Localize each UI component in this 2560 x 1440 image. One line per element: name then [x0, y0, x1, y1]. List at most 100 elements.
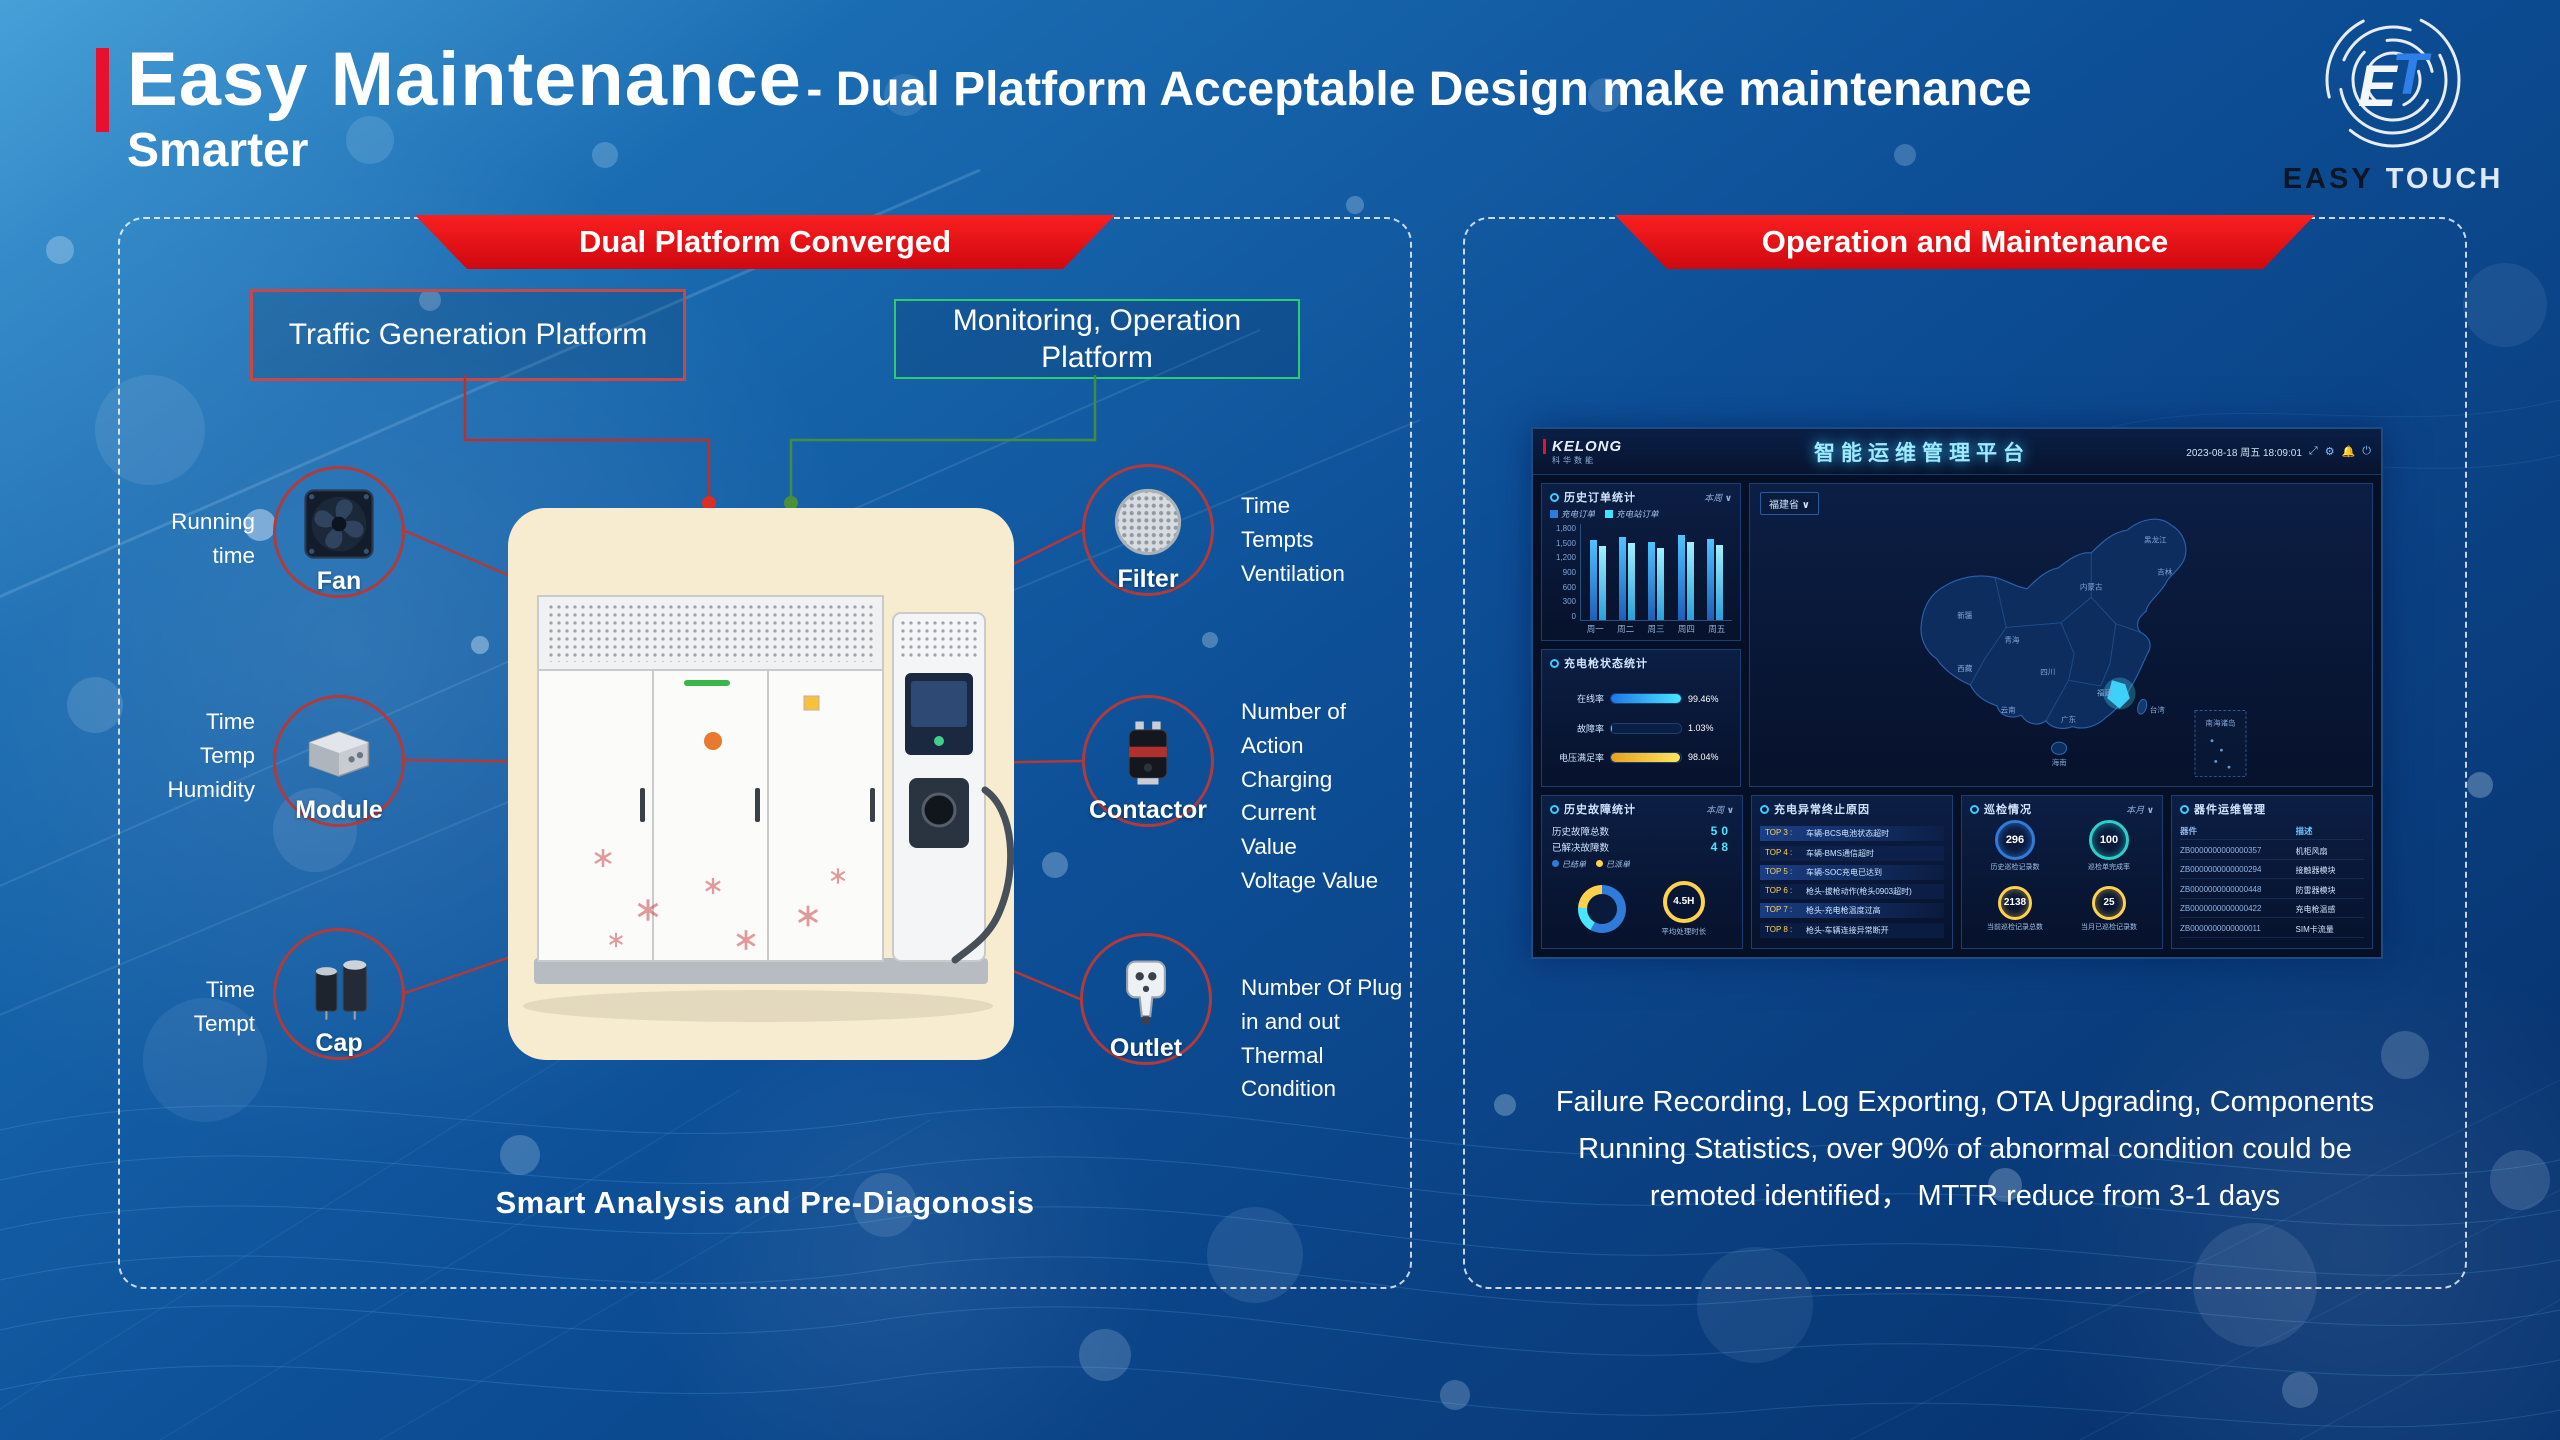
panel-bullet-icon — [1760, 804, 1769, 814]
termination-rank: TOP 3 : — [1765, 828, 1793, 838]
province-label: 台湾 — [2150, 704, 2166, 714]
component-module-label: Module — [295, 796, 383, 824]
region-select[interactable]: 福建省 ∨ — [1760, 492, 1819, 515]
dashboard-brand-logo: KELONG 科华数能 — [1543, 438, 1708, 465]
power-icon[interactable]: ⏻ — [2362, 445, 2371, 457]
contactor-icon — [1128, 721, 1168, 785]
component-outlet: Outlet — [1080, 933, 1212, 1065]
device-desc: 防雷器模块 — [2295, 885, 2336, 895]
component-contactor-circle — [1082, 695, 1214, 827]
termination-rank: TOP 5 : — [1765, 866, 1793, 876]
gun-row-value: 98.04% — [1688, 752, 1719, 763]
termination-row: TOP 6 :枪头-拔枪动作(枪头0903超时) — [1760, 884, 1944, 900]
annotation-contactor-line: Charging Current — [1241, 766, 1333, 826]
notification-bell-icon[interactable]: 🔔 — [2341, 446, 2356, 458]
orders-bar-plot — [1580, 524, 1732, 622]
page-subtitle-line2: Smarter — [127, 124, 309, 177]
fault-panel-title: 历史故障统计 — [1564, 804, 1636, 816]
device-desc: 机柜风扇 — [2295, 846, 2328, 856]
fault-legend-1: 已结单 — [1562, 860, 1586, 869]
monitoring-platform-box: Monitoring, Operation Platform — [894, 299, 1300, 379]
province-label: 海南 — [2052, 757, 2068, 767]
gun-status-row: 故障率 1.03% — [1550, 722, 1732, 735]
annotation-contactor: Number of Action Charging Current Value … — [1241, 695, 1410, 898]
legend-series-2: 充电站订单 — [1616, 509, 1659, 519]
device-id: ZB0000000000000294 — [2180, 865, 2262, 875]
device-desc: 接触器模块 — [2295, 866, 2336, 876]
inspection-panel-title: 巡检情况 — [1984, 804, 2032, 816]
device-id: ZB0000000000000448 — [2180, 884, 2262, 894]
province-label-highlight: 福建 — [2097, 687, 2113, 697]
charging-station-illustration — [508, 508, 1014, 1060]
panel-bullet-icon — [2180, 804, 2189, 814]
traffic-platform-label: Traffic Generation Platform — [288, 318, 648, 352]
fullscreen-icon[interactable]: ⤢ — [2308, 445, 2318, 457]
inspection-stat: 25 当月已巡检记录数 — [2062, 885, 2156, 932]
orders-x-axis: 周一 周二 周三 周四 周五 — [1542, 621, 1740, 640]
annotation-outlet-line: Condition — [1241, 1076, 1337, 1102]
annotation-outlet: Number Of Plug in and out Thermal Condit… — [1241, 971, 1402, 1106]
component-fan: Fan — [273, 466, 405, 598]
device-id: ZB0000000000000011 — [2180, 923, 2261, 933]
termination-text: 车辆-BMS通信超时 — [1806, 848, 1874, 858]
panel-bullet-icon — [1970, 804, 1979, 814]
device-id: ZB0000000000000422 — [2180, 904, 2262, 914]
south-sea-inset: 南海诸岛 — [2194, 710, 2247, 778]
china-map: 黑龙江 吉林 内蒙古 新疆 西藏 青海 四川 云南 广东 福建 台湾 海南 — [1920, 518, 2247, 778]
province-label: 西藏 — [1957, 663, 1973, 673]
device-desc: 充电枪温感 — [2295, 905, 2336, 915]
inspection-value: 296 — [2005, 834, 2025, 846]
component-contactor-label: Contactor — [1088, 796, 1208, 824]
inspection-value: 100 — [2099, 834, 2119, 846]
legend-dot-blue — [1552, 860, 1559, 867]
x-tick: 周二 — [1617, 624, 1635, 635]
termination-rank: TOP 7 : — [1765, 905, 1793, 915]
page-title: Easy Maintenance — [127, 37, 802, 122]
page-subtitle: - Dual Platform Acceptable Design make m… — [806, 63, 2032, 116]
x-tick: 周四 — [1677, 624, 1695, 635]
fault-period-select[interactable]: 本周 ∨ — [1706, 803, 1734, 816]
chevron-down-icon: ∨ — [1724, 492, 1732, 503]
gun-row-bar — [1610, 693, 1682, 705]
legend-dot-yellow — [1596, 860, 1603, 867]
settings-icon[interactable]: ⚙ — [2324, 446, 2335, 458]
gun-status-panel: 充电枪状态统计 在线率 99.46% 故障率 — [1541, 649, 1741, 787]
component-fan-label: Fan — [316, 567, 362, 595]
operation-maintenance-section: Operation and Maintenance KELONG 科华数能 智能… — [1463, 217, 2467, 1289]
gun-row-value: 1.03% — [1688, 723, 1714, 734]
component-filter-circle — [1082, 464, 1214, 596]
map-panel: 福建省 ∨ — [1749, 483, 2373, 787]
fingerprint-logo-icon: E T — [2325, 12, 2461, 148]
x-tick: 周五 — [1708, 624, 1726, 635]
traffic-platform-box: Traffic Generation Platform — [250, 289, 686, 381]
x-tick: 周一 — [1586, 624, 1604, 635]
annotation-filter-line: Tempts — [1241, 526, 1314, 552]
orders-period-select[interactable]: 本周 ∨ — [1704, 491, 1732, 504]
description-line: remoted identified， MTTR reduce from 3-1… — [1649, 1179, 2281, 1212]
termination-row: TOP 5 :车辆-SOC充电已达到 — [1760, 864, 1944, 880]
y-tick: 0 — [1571, 612, 1576, 622]
inspection-period-select[interactable]: 本月 ∨ — [2126, 803, 2154, 816]
device-col-desc: 描述 — [2295, 826, 2313, 837]
orders-stat-panel: 历史订单统计 本周 ∨ 充电订单 充电站订单 1,800 1,500 — [1541, 483, 1741, 642]
annotation-filter-line: Ventilation — [1241, 560, 1345, 586]
fault-total-label: 历史故障总数 — [1552, 827, 1610, 838]
device-table-header: 器件 描述 — [2180, 824, 2364, 841]
annotation-filter: Time Tempts Ventilation — [1241, 489, 1345, 590]
legend-series-1: 充电订单 — [1561, 509, 1596, 519]
termination-row: TOP 3 :车辆-BCS电池状态超时 — [1760, 826, 1944, 842]
panel-bullet-icon — [1550, 492, 1559, 502]
inspection-stat: 2138 当前巡检记录总数 — [1968, 885, 2062, 932]
operation-ribbon-label: Operation and Maintenance — [1761, 224, 2169, 259]
dashboard-body: 历史订单统计 本周 ∨ 充电订单 充电站订单 1,800 1,500 — [1533, 475, 2381, 957]
fault-period-value: 本周 — [1706, 804, 1725, 815]
y-tick: 1,200 — [1555, 553, 1576, 563]
annotation-module-line: Time — [205, 709, 255, 734]
annotation-outlet-line: Number Of Plug — [1241, 975, 1403, 1000]
orders-period-value: 本周 — [1704, 492, 1723, 503]
province-label: 广东 — [2061, 714, 2077, 724]
chevron-down-icon: ∨ — [1726, 804, 1734, 815]
